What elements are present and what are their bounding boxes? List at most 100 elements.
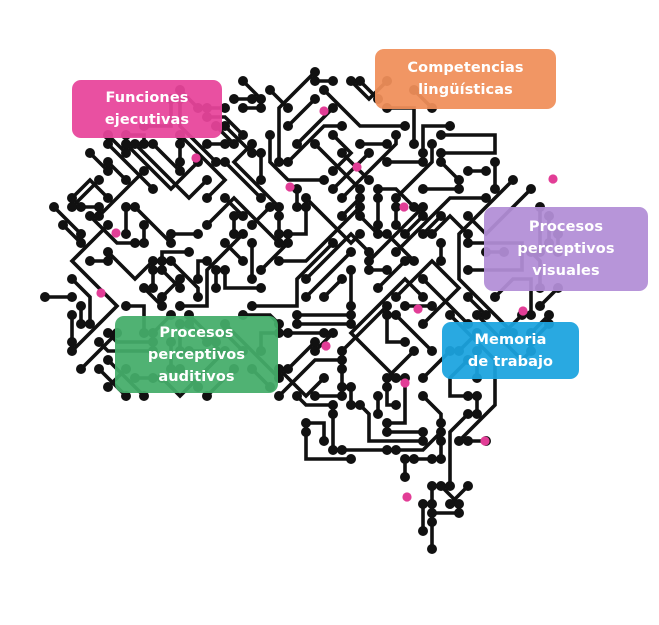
circuit-node [283,103,293,113]
circuit-node [301,427,311,437]
circuit-node [202,139,212,149]
circuit-node [121,148,131,158]
circuit-node [328,238,338,248]
circuit-node [301,193,311,203]
circuit-node [418,148,428,158]
circuit-trace [430,213,470,236]
circuit-node [436,130,446,140]
circuit-node [256,265,266,275]
highlight-node [319,106,329,116]
circuit-node [337,274,347,284]
circuit-trace [304,432,351,461]
circuit-trace [340,304,389,353]
circuit-node [481,166,491,176]
circuit-node [283,229,293,239]
circuit-node [436,148,446,158]
circuit-node [337,148,347,158]
circuit-node [157,301,167,311]
circuit-node [301,274,311,284]
circuit-trace [69,223,120,353]
circuit-node [247,94,257,104]
circuit-node [184,247,194,257]
circuit-node [220,193,230,203]
circuit-node [418,373,428,383]
label-line: Competencias [407,60,524,76]
circuit-trace [313,142,362,191]
circuit-node [400,256,410,266]
circuit-node [292,139,302,149]
circuit-node [328,103,338,113]
label-procesos-perceptivos-auditivos: Procesos perceptivos auditivos [115,316,278,393]
circuit-node [310,94,320,104]
circuit-node [238,229,248,239]
circuit-node [157,265,167,275]
circuit-node [346,265,356,275]
label-memoria-de-trabajo: Memoria de trabajo [442,322,579,379]
circuit-trace [448,412,470,486]
circuit-node [373,193,383,203]
circuit-trace [358,403,423,443]
circuit-node [391,400,401,410]
circuit-node [238,103,248,113]
circuit-node [175,301,185,311]
circuit-node [472,310,482,320]
circuit-node [85,211,95,221]
circuit-node [58,220,68,230]
circuit-node [364,256,374,266]
circuit-node [337,445,347,455]
circuit-node [319,85,329,95]
circuit-trace [231,142,281,209]
circuit-node [211,265,221,275]
circuit-trace [223,160,263,200]
highlight-node [321,341,331,351]
circuit-node [418,391,428,401]
circuit-node [103,382,113,392]
circuit-trace [79,331,119,371]
circuit-node [382,373,392,383]
circuit-node [364,148,374,158]
circuit-node [346,382,356,392]
circuit-trace [322,88,405,128]
circuit-trace [205,195,281,245]
circuit-node [454,436,464,446]
circuit-trace [88,214,135,245]
circuit-node [418,211,428,221]
circuit-node [247,301,257,311]
circuit-node [346,310,356,320]
circuit-node [103,247,113,257]
circuit-trace [396,430,443,452]
circuit-node [310,337,320,347]
circuit-node [319,373,329,383]
circuit-node [382,139,392,149]
circuit-node [373,220,383,230]
circuit-node [355,202,365,212]
circuit-trace [180,232,245,308]
circuit-node [274,391,284,401]
circuit-node [400,454,410,464]
circuit-node [346,400,356,410]
circuit-node [373,391,383,401]
circuit-trace [252,241,335,308]
circuit-node [319,436,329,446]
circuit-node [130,139,140,149]
circuit-node [211,157,221,167]
circuit-node [427,139,437,149]
circuit-node [382,418,392,428]
circuit-trace [178,133,228,200]
circuit-node [346,247,356,257]
circuit-node [355,193,365,203]
highlight-node [191,153,201,163]
circuit-node [139,283,149,293]
circuit-node [427,346,437,356]
circuit-trace [421,277,470,326]
circuit-node [328,409,338,419]
circuit-node [103,166,113,176]
circuit-trace [306,421,326,441]
label-procesos-perceptivos-visuales: Procesos perceptivos visuales [484,207,648,291]
circuit-node [148,265,158,275]
circuit-node [337,355,347,365]
circuit-node [193,292,203,302]
circuit-node [391,202,401,212]
circuit-node [463,481,473,491]
circuit-node [328,400,338,410]
